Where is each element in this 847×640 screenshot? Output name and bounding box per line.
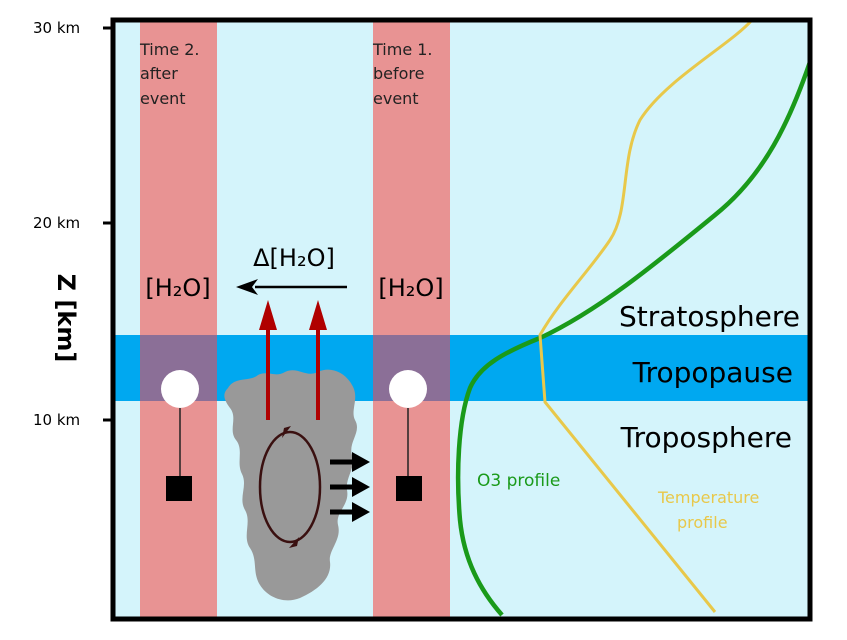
temperature-profile-label-line2: profile — [677, 513, 728, 532]
circulation-arrowhead-bottom — [289, 537, 299, 548]
time2-heading-line1: Time 2. — [139, 40, 200, 59]
temperature-profile-line — [538, 19, 754, 613]
delta-h2o-label: Δ[H₂O] — [253, 244, 335, 272]
time2-column — [140, 20, 217, 619]
updraft-arrow-left-head — [259, 300, 277, 330]
balloon-time2 — [161, 370, 199, 408]
time2-heading-line2: after — [140, 64, 178, 83]
time2-h2o-label: [H₂O] — [145, 274, 210, 302]
plot-frame — [110, 17, 813, 622]
temperature-profile-label-line1: Temperature — [657, 488, 759, 507]
time1-heading-line3: event — [373, 89, 419, 108]
delta-h2o-arrow-head — [236, 279, 258, 295]
tropopause-label: Tropopause — [632, 356, 793, 389]
stratosphere-label: Stratosphere — [619, 300, 800, 333]
time2-heading-line3: event — [140, 89, 186, 108]
time1-heading-line1: Time 1. — [372, 40, 433, 59]
troposphere-label: Troposphere — [620, 421, 792, 454]
convective-cloud — [224, 369, 357, 601]
time1-heading-line2: before — [373, 64, 425, 83]
o3-profile-label: O3 profile — [477, 471, 560, 491]
updraft-arrow-right-head — [309, 300, 327, 330]
tick-label-30km: 30 km — [33, 19, 80, 37]
tick-label-20km: 20 km — [33, 214, 80, 232]
time1-column — [373, 20, 450, 619]
circulation-arrowhead-top — [282, 426, 291, 438]
o3-profile-line — [455, 61, 813, 617]
sonde-time2 — [166, 476, 192, 501]
balloon-time1 — [389, 370, 427, 408]
sonde-time1 — [396, 476, 422, 501]
axis-title: Z [km] — [52, 274, 80, 363]
time1-h2o-label: [H₂O] — [378, 274, 443, 302]
circulation-loop — [258, 430, 322, 544]
tick-label-10km: 10 km — [33, 411, 80, 429]
outflow-arrows — [330, 452, 370, 522]
